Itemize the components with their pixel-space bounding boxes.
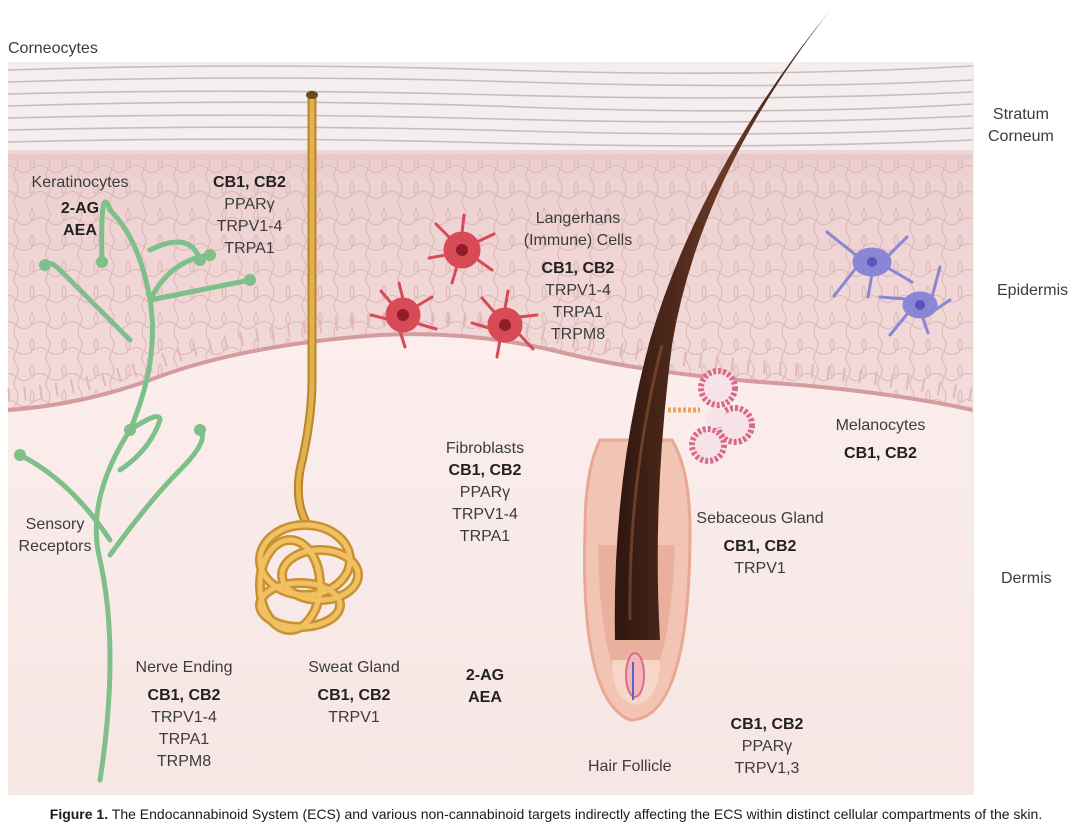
keratinocytes-target: AEA [63,222,97,239]
hair-shaft [614,8,832,640]
caption-label: Figure 1. [49,806,109,822]
ligand: 2-AG [465,667,505,684]
langerhans-group: Langerhans (Immune) Cells CB1, CB2 TRPV1… [508,208,648,346]
langerhans-title: Langerhans [535,210,621,227]
sensory-group: Sensory Receptors [12,514,98,558]
nerve-terminals [14,249,256,461]
figure-caption: Figure 1. The Endocannabinoid System (EC… [0,806,1092,822]
receptor: PPARγ [224,196,275,213]
melanocytes-target: CB1, CB2 [844,445,917,462]
dermis-layer [8,330,973,795]
hair-follicle-target: PPARγ [741,738,793,755]
sebaceous-gland [668,368,755,464]
stratum-corneum-line-2: Corneum [988,128,1054,145]
fibroblasts-group: Fibroblasts CB1, CB2 PPARγ TRPV1-4 TRPA1 [425,438,545,548]
receptor: TRPV1-4 [216,218,283,235]
langerhans-target: TRPA1 [552,304,604,321]
nerve-ending-target: TRPV1-4 [151,709,217,726]
corneocytes-label: Corneocytes [8,40,98,57]
keratinocytes-group: Keratinocytes 2-AG AEA [20,172,140,242]
langerhans-target: TRPV1-4 [545,282,611,299]
receptor: CB1, CB2 [213,174,286,191]
hair-follicle-title: Hair Follicle [588,758,672,775]
nerve-ending-target: CB1, CB2 [147,687,221,704]
nerve-ending-target: TRPM8 [156,753,212,770]
keratinocyte-receptors: CB1, CB2 PPARγ TRPV1-4 TRPA1 [192,172,307,260]
langerhans-cells [369,213,539,359]
nerve-ending-group: Nerve Ending CB1, CB2 TRPV1-4 TRPA1 TRPM… [118,657,250,773]
sweat-gland-target: CB1, CB2 [317,687,391,704]
sweat-gland-target: TRPV1 [328,709,380,726]
nerve-ending-title: Nerve Ending [135,659,233,676]
epidermis-cells [8,150,973,410]
fibroblasts-title: Fibroblasts [445,440,525,457]
skin-diagram [7,8,975,795]
epidermis-label: Epidermis [997,282,1069,299]
stratum-corneum-line-1: Stratum [992,106,1049,123]
dermis-label: Dermis [1001,570,1052,587]
melanocytes [825,230,952,337]
caption-text: The Endocannabinoid System (ECS) and var… [111,806,1043,822]
fibroblasts-target: TRPV1-4 [452,506,518,523]
fibroblasts-target: TRPA1 [459,528,511,545]
ligand: AEA [468,689,502,706]
langerhans-target: CB1, CB2 [541,260,615,277]
dermis-ligands: 2-AG AEA [445,665,525,709]
sweat-gland-title: Sweat Gland [308,659,400,676]
melanocytes-group: Melanocytes CB1, CB2 [818,415,943,465]
sebaceous-group: Sebaceous Gland CB1, CB2 TRPV1 [680,508,840,580]
keratinocytes-target: 2-AG [60,200,100,217]
sweat-gland-group: Sweat Gland CB1, CB2 TRPV1 [288,657,420,729]
fibroblasts-target: PPARγ [459,484,511,501]
sebaceous-target: TRPV1 [734,560,786,577]
langerhans-title: (Immune) Cells [523,232,633,249]
hair-follicle-group: CB1, CB2 PPARγ TRPV1,3 [712,714,822,780]
melanocytes-title: Melanocytes [835,417,926,434]
hair-follicle-target: TRPV1,3 [734,760,800,777]
sebaceous-title: Sebaceous Gland [696,510,824,527]
receptor: TRPA1 [224,240,275,257]
stratum-corneum-label: Stratum Corneum [988,104,1054,148]
sweat-gland [255,90,363,635]
corneocyte-lines [7,65,974,147]
sensory-title: Sensory [25,516,85,533]
sebaceous-target: CB1, CB2 [723,538,797,555]
fibroblasts-target: CB1, CB2 [448,462,522,479]
nerve-ending-target: TRPA1 [158,731,210,748]
langerhans-target: TRPM8 [550,326,606,343]
sensory-title: Receptors [18,538,92,555]
keratinocytes-title: Keratinocytes [31,174,129,191]
hair-follicle-target: CB1, CB2 [730,716,804,733]
